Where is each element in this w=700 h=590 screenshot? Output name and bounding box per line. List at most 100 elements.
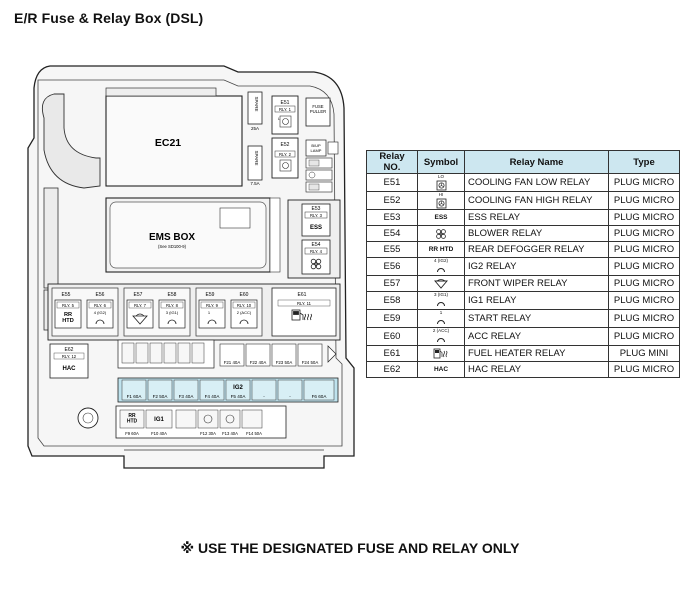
relay-symbol: 3 (IG1) (417, 291, 465, 310)
relay-symbol-caption: LO (437, 174, 444, 179)
fuse-f1: F1 60A (127, 394, 143, 399)
fuse-f14: F14 50A (246, 431, 262, 436)
svg-text:E53: E53 (312, 206, 321, 212)
relay-symbol-caption: 3 (IG1) (433, 292, 448, 297)
svg-text:RLY. 12: RLY. 12 (62, 354, 77, 359)
svg-text:4 (IG2): 4 (IG2) (94, 310, 107, 315)
svg-text:HAC: HAC (63, 366, 77, 372)
relay-symbol (417, 345, 465, 362)
fuse-box-diagram: EC21 SPARE 25A SPARE 7.5A E51 RLY. 1 LO … (27, 65, 355, 469)
col-symbol: Symbol (417, 150, 465, 174)
relay-symbol (417, 225, 465, 242)
relay-name: IG2 RELAY (464, 257, 609, 276)
svg-text:2 (ACC): 2 (ACC) (237, 310, 252, 315)
col-type: Type (608, 150, 680, 174)
svg-text:E58: E58 (168, 292, 177, 298)
ec21-label: EC21 (155, 137, 181, 149)
wiper-icon (434, 278, 448, 289)
ignition-icon (437, 268, 445, 273)
svg-text:3 (IG1): 3 (IG1) (166, 310, 179, 315)
svg-text:1: 1 (208, 310, 211, 315)
svg-text:E61: E61 (298, 292, 307, 298)
svg-text:RLY. 3: RLY. 3 (310, 213, 323, 218)
ems-box-label: EMS BOX (149, 232, 195, 243)
relay-name: HAC RELAY (464, 361, 609, 378)
col-relay-no: Relay NO. (366, 150, 418, 174)
svg-text:E62: E62 (65, 347, 74, 353)
left-duct (41, 93, 101, 189)
relay-name: IG1 RELAY (464, 291, 609, 310)
relay-type: PLUG MICRO (608, 309, 680, 328)
ec21-block (105, 95, 243, 187)
rr-htd-text: RR HTD (428, 246, 454, 253)
relay-no: E52 (366, 191, 418, 210)
ignition-icon (437, 302, 445, 307)
fuse-f21: F21 40A (224, 360, 241, 365)
relay-symbol: ESS (417, 209, 465, 226)
relay-type: PLUG MICRO (608, 209, 680, 226)
relay-e54 (301, 239, 331, 275)
spare-25a (247, 91, 263, 125)
relay-name: START RELAY (464, 309, 609, 328)
relay-name: ACC RELAY (464, 327, 609, 346)
relay-type: PLUG MICRO (608, 173, 680, 192)
relay-name: COOLING FAN LOW RELAY (464, 173, 609, 192)
relay-symbol: HAC (417, 361, 465, 378)
relay-type: PLUG MICRO (608, 225, 680, 242)
relay-no: E60 (366, 327, 418, 346)
page-title: E/R Fuse & Relay Box (DSL) (14, 10, 204, 26)
blower-icon (310, 258, 322, 270)
ess-text: ESS (434, 214, 448, 221)
relay-e61 (271, 287, 337, 337)
relay-type: PLUG MICRO (608, 241, 680, 258)
hac-text: HAC (433, 366, 449, 373)
ig1-label: IG1 (154, 417, 164, 423)
spare-7-5a (247, 145, 263, 181)
ig2-label: IG2 (233, 385, 243, 391)
svg-text:SPARE: SPARE (254, 97, 259, 112)
relay-no: E62 (366, 361, 418, 378)
fuse-f2: F2 50A (153, 394, 169, 399)
fuse-f3: F3 40A (179, 394, 195, 399)
svg-text:RLY. 4: RLY. 4 (310, 249, 323, 254)
fan-hi-icon (436, 198, 447, 209)
fan-lo-icon (436, 180, 447, 191)
ems-box-sub: (See SD100-9) (158, 244, 187, 249)
svg-text:E52: E52 (281, 142, 290, 148)
ignition-icon (437, 338, 445, 343)
relay-type: PLUG MINI (608, 345, 680, 362)
svg-text:E54: E54 (312, 242, 321, 248)
wiper-icon (132, 313, 148, 325)
relay-e52 (271, 137, 299, 179)
svg-text:RLY. 11: RLY. 11 (297, 301, 312, 306)
svg-text:RLY. 5: RLY. 5 (62, 303, 75, 308)
fuse-puller (305, 97, 331, 127)
fuse-f10: F10 40A (151, 431, 167, 436)
fuse-f12: F12 30A (200, 431, 216, 436)
fuel-heater-icon (291, 309, 312, 321)
relay-no: E59 (366, 309, 418, 328)
relay-type: PLUG MICRO (608, 257, 680, 276)
relay-type: PLUG MICRO (608, 327, 680, 346)
relay-type: PLUG MICRO (608, 191, 680, 210)
svg-text:25A: 25A (251, 126, 259, 131)
relay-name: BLOWER RELAY (464, 225, 609, 242)
b-up-lamp-fuse (305, 139, 327, 157)
svg-text:ESS: ESS (310, 225, 322, 231)
svg-text:-: - (263, 394, 265, 399)
ignition-icon (437, 320, 445, 325)
svg-text:7.5A: 7.5A (250, 181, 259, 186)
fuse-f22: F22 40A (250, 360, 267, 365)
mid-fuses (219, 343, 323, 367)
relay-no: E55 (366, 241, 418, 258)
relay-name: FUEL HEATER RELAY (464, 345, 609, 362)
